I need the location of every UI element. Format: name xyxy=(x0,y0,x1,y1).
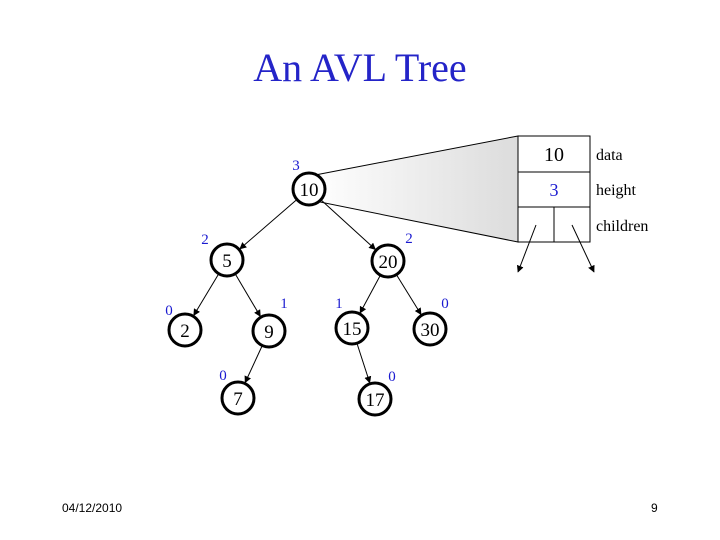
page-number: 9 xyxy=(651,501,658,515)
node-height-label: 3 xyxy=(292,158,300,174)
label-height: height xyxy=(596,182,637,199)
node-height-label: 1 xyxy=(280,296,288,312)
tree-node-20: 20 2 xyxy=(370,231,413,279)
node-key: 17 xyxy=(366,390,385,411)
tree-node-17: 170 xyxy=(357,369,396,417)
slide-title: An AVL Tree xyxy=(253,45,467,90)
detail-height-value: 3 xyxy=(550,180,559,200)
edge-n20-n30 xyxy=(395,274,422,316)
footer-date: 04/12/2010 xyxy=(62,501,123,515)
node-height-label: 1 xyxy=(335,296,343,312)
callout-wedge xyxy=(309,135,519,243)
node-key: 15 xyxy=(343,319,362,340)
node-detail-box: 10 3 xyxy=(516,135,595,273)
node-key: 9 xyxy=(264,322,274,343)
node-circle xyxy=(412,311,448,347)
node-height-label: 2 xyxy=(405,231,413,247)
node-circle xyxy=(334,310,370,346)
node-height-label: 0 xyxy=(388,369,396,385)
node-height-label: 2 xyxy=(201,232,209,248)
tree-node-15: 151 xyxy=(334,296,370,346)
node-height-label: 0 xyxy=(219,368,227,384)
detail-data-value: 10 xyxy=(544,144,564,166)
node-circle xyxy=(370,243,406,279)
label-data: data xyxy=(596,147,623,164)
node-circle xyxy=(357,381,393,417)
node-key: 10 xyxy=(300,180,319,201)
node-circle xyxy=(220,380,256,416)
node-key: 7 xyxy=(233,389,243,410)
edge-n5-n9 xyxy=(234,273,261,317)
node-key: 2 xyxy=(180,321,190,342)
tree-node-7: 70 xyxy=(219,368,256,416)
tree-node-2: 20 xyxy=(165,303,203,348)
node-key: 30 xyxy=(421,320,440,341)
node-circle xyxy=(209,242,245,278)
tree-node-10: 103 xyxy=(291,158,327,207)
node-circle xyxy=(167,312,203,348)
left-child-arrow xyxy=(516,224,537,273)
node-circle xyxy=(251,313,287,349)
edge-n5-n2 xyxy=(193,273,220,317)
node-key: 20 xyxy=(379,252,398,273)
edge-n20-n15 xyxy=(359,274,381,314)
tree-edges xyxy=(193,199,422,384)
tree-node-30: 300 xyxy=(412,296,449,347)
edge-n9-n7 xyxy=(244,345,263,384)
edge-n10-n5 xyxy=(239,199,298,250)
right-child-arrow xyxy=(571,224,595,273)
node-circle xyxy=(291,171,327,207)
tree-node-5: 52 xyxy=(201,232,245,278)
node-height-label: 0 xyxy=(441,296,449,312)
tree-node-9: 91 xyxy=(251,296,288,349)
node-height-label: 0 xyxy=(165,303,173,319)
edge-n15-n17 xyxy=(356,343,372,384)
node-key: 5 xyxy=(222,251,232,272)
label-children: children xyxy=(596,218,648,235)
edge-n10-n20 xyxy=(320,199,376,251)
